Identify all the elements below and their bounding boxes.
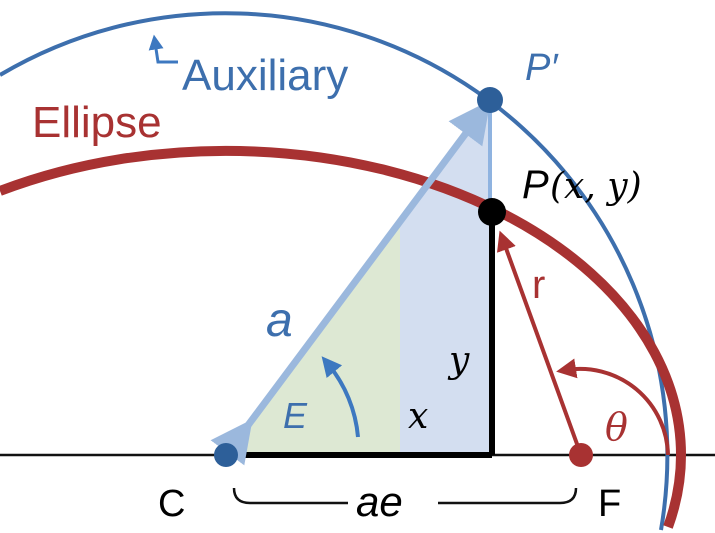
point-p-prime	[477, 87, 503, 113]
semi-major-a-arrow	[210, 100, 491, 466]
label-f: F	[598, 483, 621, 525]
label-r: r	[532, 263, 545, 307]
theta-angle-arc	[556, 358, 670, 456]
label-ae: ae	[356, 478, 403, 525]
ae-brace	[232, 487, 578, 505]
label-p: P	[522, 163, 549, 207]
label-e: E	[283, 395, 308, 436]
radius-r-arrow	[497, 230, 583, 456]
label-a: a	[266, 294, 293, 347]
point-p	[478, 198, 506, 226]
label-auxiliary: Auxiliary	[182, 51, 348, 100]
e-angle-arc	[321, 356, 360, 438]
label-x: x	[408, 396, 428, 437]
label-y: y	[447, 340, 470, 381]
label-c: C	[158, 483, 185, 525]
label-ellipse: Ellipse	[32, 98, 162, 147]
label-p-coords: (x, y)	[550, 166, 642, 207]
label-theta: θ	[605, 405, 628, 449]
point-f	[569, 443, 593, 467]
auxiliary-pointer-arrow	[148, 34, 178, 64]
point-c	[214, 443, 238, 467]
label-p-prime: P′	[525, 47, 559, 89]
